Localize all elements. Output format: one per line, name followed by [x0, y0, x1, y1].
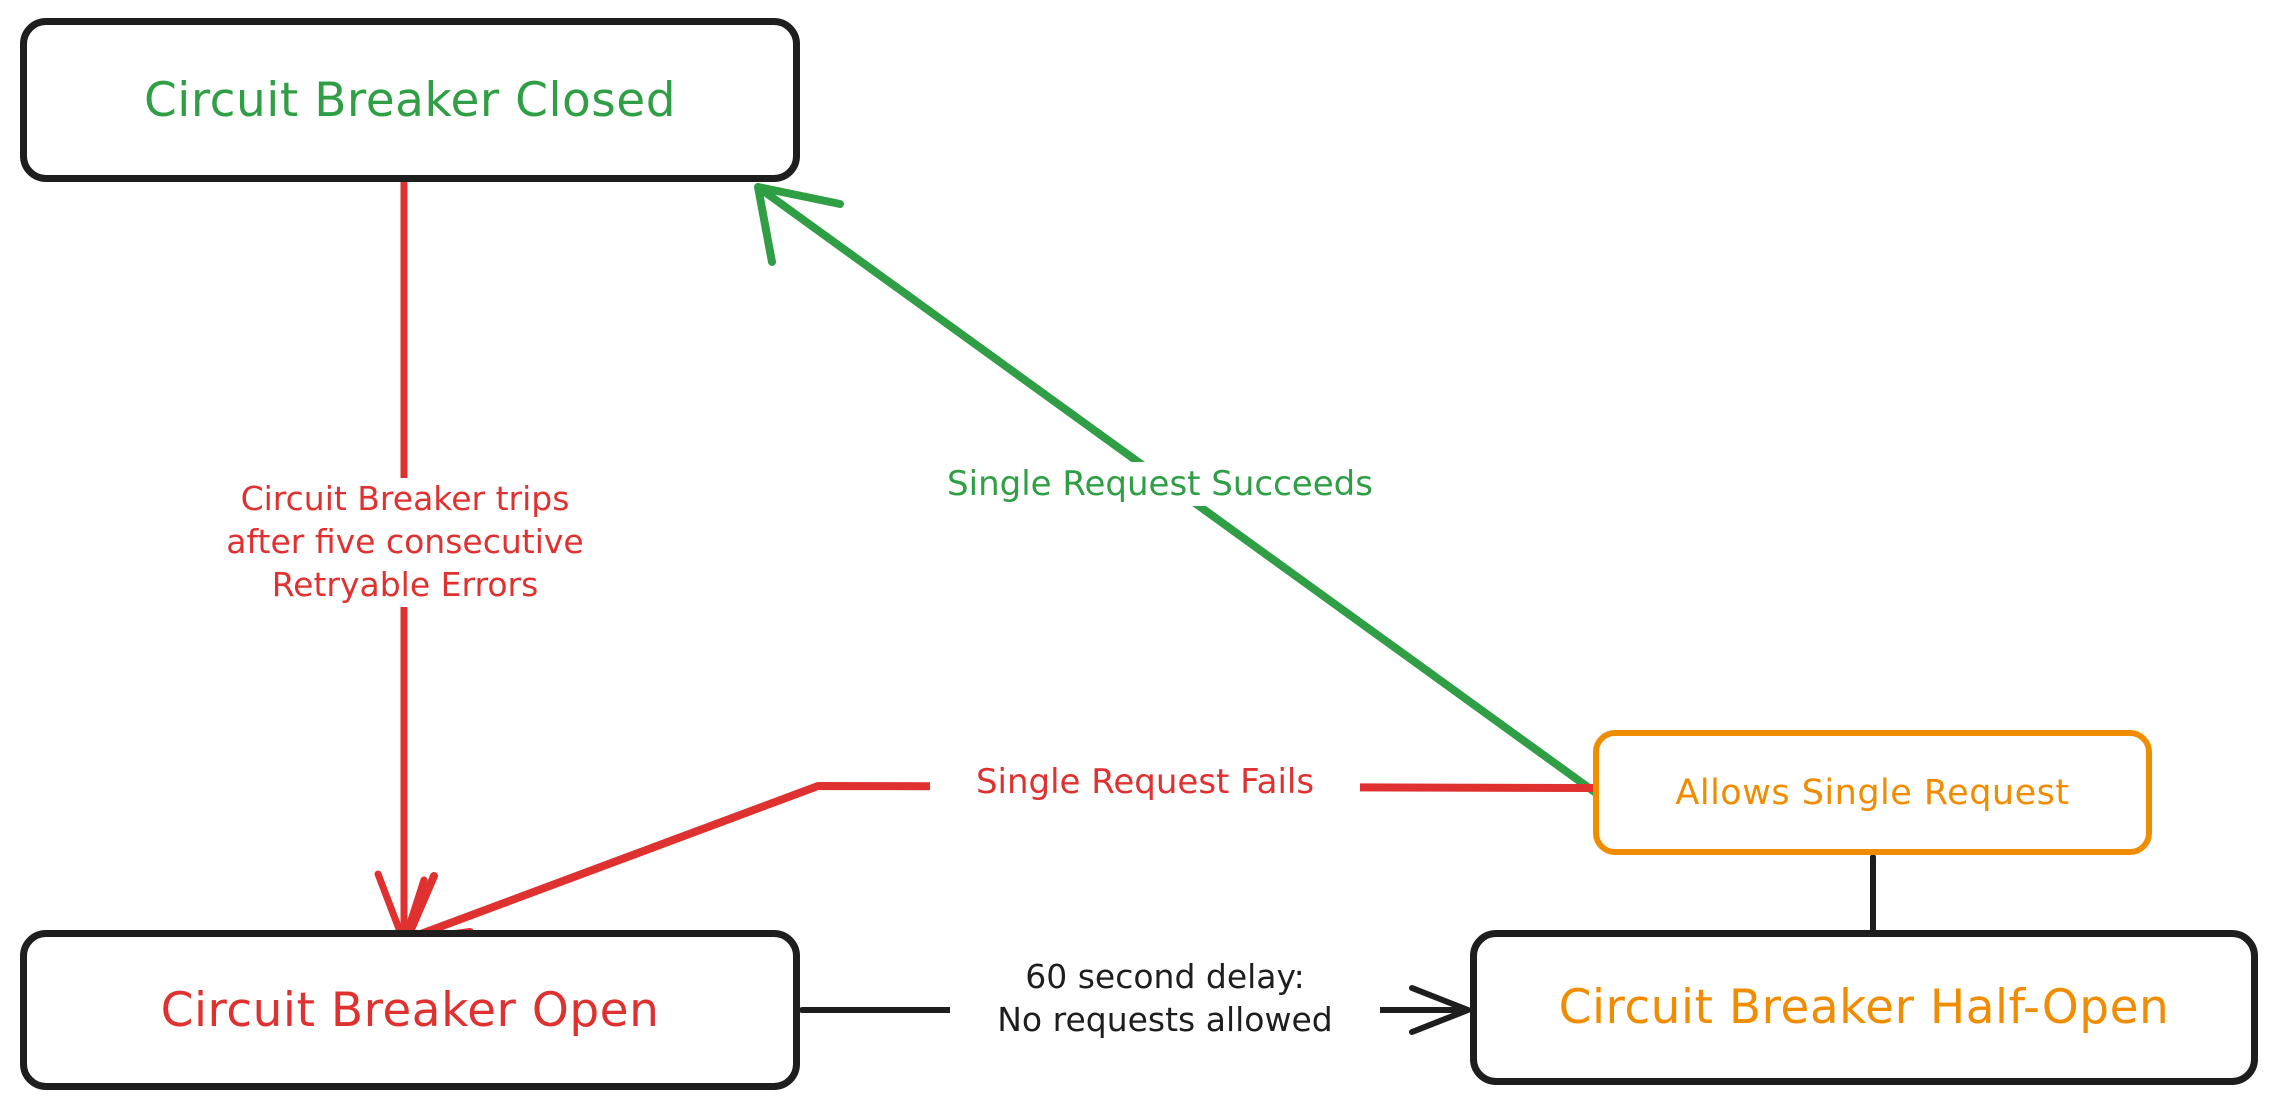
edge-label-line: 60 second delay:: [1025, 957, 1305, 996]
edge-label-single-request-succeeds: Single Request Succeeds: [900, 462, 1420, 507]
edge-label-circuit-breaker-trips: Circuit Breaker trips after five consecu…: [180, 478, 630, 607]
state-node-label: Circuit Breaker Closed: [143, 72, 677, 128]
state-node-circuit-breaker-open[interactable]: Circuit Breaker Open: [20, 930, 800, 1090]
edge-label-line: Single Request Fails: [975, 762, 1315, 802]
edge-label-line: Circuit Breaker trips: [240, 479, 570, 518]
edge-label-line: after five consecutive: [226, 521, 584, 561]
edge-label-line: Single Request Succeeds: [947, 464, 1373, 504]
state-node-allows-single-request[interactable]: Allows Single Request: [1593, 730, 2152, 855]
edge-allows-to-open: [402, 782, 1597, 945]
state-node-circuit-breaker-closed[interactable]: Circuit Breaker Closed: [20, 18, 800, 182]
edge-label-line: Retryable Errors: [271, 564, 539, 604]
state-node-label: Allows Single Request: [1675, 772, 2070, 813]
state-node-label: Circuit Breaker Open: [160, 982, 660, 1038]
edge-label-line: No requests allowed: [997, 999, 1333, 1039]
state-node-label: Circuit Breaker Half-Open: [1558, 980, 2170, 1035]
state-node-circuit-breaker-half-open[interactable]: Circuit Breaker Half-Open: [1470, 930, 2258, 1085]
edge-label-single-request-fails: Single Request Fails: [930, 760, 1360, 805]
edge-label-60-second-delay: 60 second delay: No requests allowed: [950, 956, 1380, 1042]
